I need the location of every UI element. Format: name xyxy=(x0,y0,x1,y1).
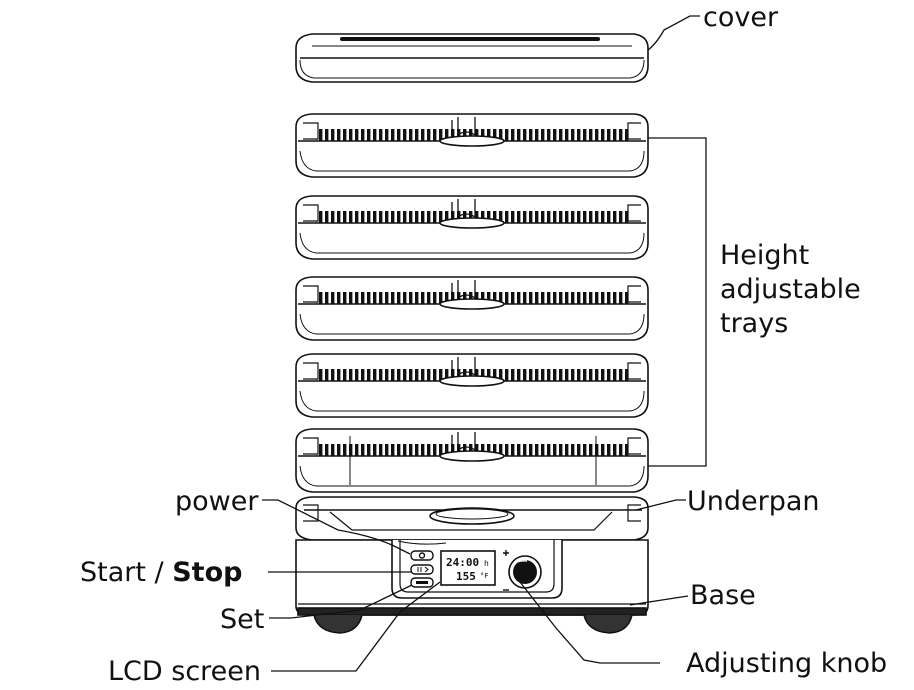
label-cover: cover xyxy=(703,2,779,33)
label-height-line3: trays xyxy=(720,308,789,339)
lcd-temp: 155 xyxy=(456,570,476,583)
cover-lid xyxy=(295,33,649,83)
adjusting-knob[interactable] xyxy=(503,550,542,591)
label-height-line1: Height xyxy=(720,240,810,271)
tray xyxy=(295,353,649,418)
tray xyxy=(295,428,649,493)
lcd-temp-unit: °F xyxy=(480,572,488,580)
label-start: Start / xyxy=(80,557,173,588)
set-button[interactable] xyxy=(410,577,434,588)
start-stop-button[interactable] xyxy=(410,564,434,575)
tray-stack xyxy=(295,113,649,493)
tray xyxy=(295,113,649,178)
leader-lines xyxy=(262,15,707,672)
label-lcd-screen: LCD screen xyxy=(108,656,262,687)
label-adjusting-knob: Adjusting knob xyxy=(686,648,888,679)
tray xyxy=(295,195,649,260)
plus-icon xyxy=(503,550,509,556)
lcd-time: 24:00 xyxy=(446,556,479,569)
label-power: power xyxy=(175,486,259,517)
underpan xyxy=(295,496,649,541)
label-base: Base xyxy=(690,580,756,611)
lcd-screen: 24:00 h 155 °F xyxy=(440,550,496,586)
tray xyxy=(295,276,649,341)
lcd-time-unit: h xyxy=(484,559,489,568)
label-stop: Stop xyxy=(172,557,243,588)
power-button[interactable] xyxy=(410,550,434,561)
label-height-line2: adjustable xyxy=(720,274,861,305)
label-start-stop: Start / Stop xyxy=(80,559,242,586)
label-underpan: Underpan xyxy=(687,486,820,517)
label-set: Set xyxy=(220,604,265,635)
